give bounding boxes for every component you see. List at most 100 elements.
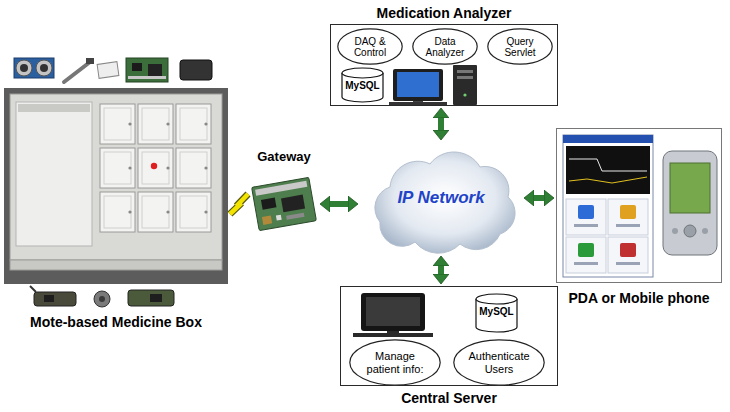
- compartment-door: [100, 192, 135, 232]
- door-panel: [142, 108, 169, 140]
- compartment-door: [176, 104, 211, 144]
- cabinet-shape: [4, 88, 228, 284]
- pcb-chip: [261, 198, 277, 210]
- app-icon-caption: [574, 262, 598, 265]
- app-button: [566, 237, 606, 273]
- pcb: [252, 177, 317, 230]
- mote: [128, 290, 174, 306]
- door-knob: [204, 122, 207, 125]
- door-panel: [180, 196, 207, 228]
- door-knob: [166, 122, 169, 125]
- cloud-outline: [375, 152, 515, 253]
- phone-body: [663, 151, 717, 255]
- network-arrow: [534, 195, 544, 201]
- pcb-header: [255, 181, 307, 196]
- compartment-door: [176, 148, 211, 188]
- pda-shape: [557, 129, 723, 284]
- cabinet-open-shelf: [16, 102, 92, 246]
- gateway-pcb: [252, 177, 317, 230]
- shelf-shadow: [18, 104, 90, 112]
- door-knob: [128, 166, 131, 169]
- board-chip: [132, 63, 142, 71]
- phone-button: [684, 225, 696, 237]
- oval-outline: [454, 340, 544, 385]
- door-knob: [166, 210, 169, 213]
- monitor-screen: [397, 72, 439, 97]
- oval-outline: [413, 29, 477, 64]
- pcb-chip: [281, 195, 305, 213]
- drive-slot: [457, 76, 473, 79]
- node-heading: Mote-based Medicine Box: [30, 314, 202, 330]
- medicine-box: Mote-based Medicine Box: [4, 88, 228, 284]
- door-panel: [180, 152, 207, 184]
- oval-outline: [338, 29, 402, 64]
- ultrasonic-core: [40, 64, 48, 72]
- sensor-board: [126, 58, 168, 82]
- board-chip: [148, 64, 162, 76]
- wireless-bolt: [230, 194, 248, 214]
- probe-tip: [86, 58, 94, 64]
- network-cloud: IP Network: [360, 142, 522, 254]
- app-button: [566, 199, 606, 235]
- database-cylinder: MySQL: [341, 67, 384, 103]
- door-knob: [128, 122, 131, 125]
- pcb-part: [262, 215, 272, 224]
- cabinet-base: [10, 260, 222, 270]
- compartment-door: [176, 192, 211, 232]
- cylinder-top: [342, 68, 383, 78]
- app-button: [608, 199, 648, 235]
- monitor: [393, 69, 443, 101]
- door-panel: [104, 152, 131, 184]
- network-arrow: [438, 118, 444, 130]
- phone-button: [702, 228, 708, 234]
- app-button: [608, 237, 648, 273]
- door-knob: [128, 210, 131, 213]
- database-cylinder: MySQL: [475, 293, 518, 333]
- node-label: MySQL: [479, 306, 513, 317]
- node-label: Data Analyzer: [422, 36, 468, 58]
- bolt-outline: [230, 194, 248, 214]
- node-heading: Central Server: [401, 390, 497, 406]
- network-arrow: [330, 201, 348, 207]
- drive-slot: [457, 70, 473, 73]
- node-label: Query Servlet: [497, 36, 543, 58]
- oval-outline: [350, 340, 440, 385]
- app-screenshot: [563, 135, 653, 277]
- ultrasonic-core: [20, 64, 28, 72]
- cylinder-top: [476, 294, 517, 304]
- function-oval: Manage patient info:: [349, 339, 441, 386]
- function-oval: Authenticate Users: [453, 339, 545, 386]
- function-oval: DAQ & Control: [337, 28, 403, 65]
- door-knob: [204, 166, 207, 169]
- mote-boards: [30, 286, 174, 307]
- node-heading: Medication Analyzer: [377, 5, 512, 21]
- app-graph: [566, 146, 650, 194]
- door-panel: [104, 108, 131, 140]
- compartment-door: [138, 148, 173, 188]
- ultrasonic-transducer: [16, 60, 32, 76]
- node-label: MySQL: [345, 80, 379, 91]
- cabinet-body: [10, 94, 222, 260]
- mote-chip: [44, 295, 54, 302]
- monitor-screen: [366, 297, 420, 326]
- mote-antenna: [30, 286, 36, 292]
- compartment-door: [100, 104, 135, 144]
- app-titlebar: [563, 135, 653, 143]
- keyboard: [389, 102, 447, 105]
- function-oval: Query Servlet: [487, 28, 553, 65]
- sensor-parts: [14, 58, 212, 82]
- round-mote-core: [99, 296, 105, 302]
- app-icon: [620, 205, 636, 219]
- node-label: DAQ & Control: [347, 36, 393, 58]
- compartment-door: [138, 104, 173, 144]
- phone-screen: [670, 163, 710, 213]
- ultrasonic-transducer: [36, 60, 52, 76]
- node-heading: Gateway: [257, 149, 310, 165]
- ultrasonic-board: [14, 58, 54, 78]
- node-label: Authenticate Users: [463, 350, 535, 374]
- pc-tower: [453, 65, 477, 105]
- network-arrow: [438, 266, 444, 274]
- pcb-part: [276, 215, 282, 221]
